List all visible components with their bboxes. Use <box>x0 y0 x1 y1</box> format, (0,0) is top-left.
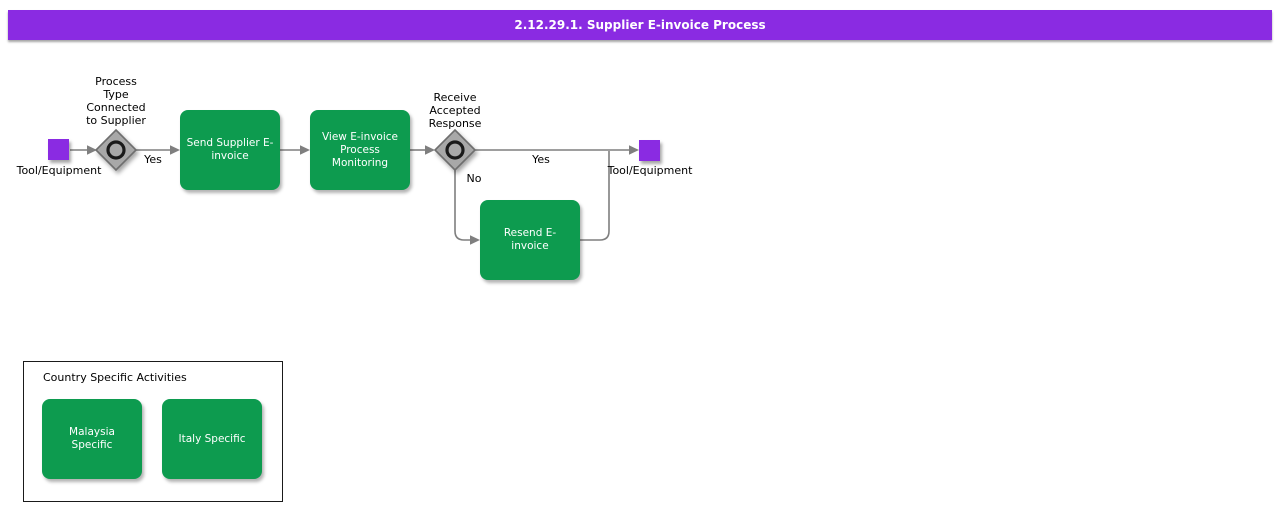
page-title: 2.12.29.1. Supplier E-invoice Process <box>514 18 766 32</box>
gateway-diamond-icon <box>94 128 138 172</box>
arrowhead <box>629 145 639 155</box>
gateway-receive-accepted-response <box>433 128 477 172</box>
gateway-process-type-label: Process Type Connected to Supplier <box>86 75 146 127</box>
activity-send-label: Send Supplier E- invoice <box>186 137 274 162</box>
arrowhead <box>300 145 310 155</box>
malaysia-specific-label: Malaysia Specific <box>69 426 115 451</box>
end-tool-label: Tool/Equipment <box>607 164 693 177</box>
start-tool-node[interactable] <box>48 139 69 160</box>
gateway-receive-label: Receive Accepted Response <box>428 91 482 130</box>
country-specific-title: Country Specific Activities <box>43 371 187 384</box>
gateway-process-type <box>94 128 138 172</box>
end-tool-node[interactable] <box>639 140 660 161</box>
activity-send-supplier-einvoice[interactable]: Send Supplier E- invoice <box>180 110 280 190</box>
diagram-title-bar: 2.12.29.1. Supplier E-invoice Process <box>8 10 1272 40</box>
activity-resend-label: Resend E- invoice <box>503 227 557 252</box>
activity-view-einvoice-monitoring[interactable]: View E-invoice Process Monitoring <box>310 110 410 190</box>
edge-yes-label-1: Yes <box>144 153 162 166</box>
italy-specific-label: Italy Specific <box>178 432 246 445</box>
edge-no-label: No <box>466 172 482 185</box>
activity-view-label: View E-invoice Process Monitoring <box>321 130 399 169</box>
arrowhead <box>470 235 480 245</box>
activity-resend-einvoice[interactable]: Resend E- invoice <box>480 200 580 280</box>
country-specific-panel: Country Specific Activities Malaysia Spe… <box>23 361 283 502</box>
activity-italy-specific[interactable]: Italy Specific <box>162 399 262 479</box>
edge-yes-label-2: Yes <box>532 153 550 166</box>
start-tool-label: Tool/Equipment <box>16 164 102 177</box>
gateway-diamond-icon <box>433 128 477 172</box>
activity-malaysia-specific[interactable]: Malaysia Specific <box>42 399 142 479</box>
